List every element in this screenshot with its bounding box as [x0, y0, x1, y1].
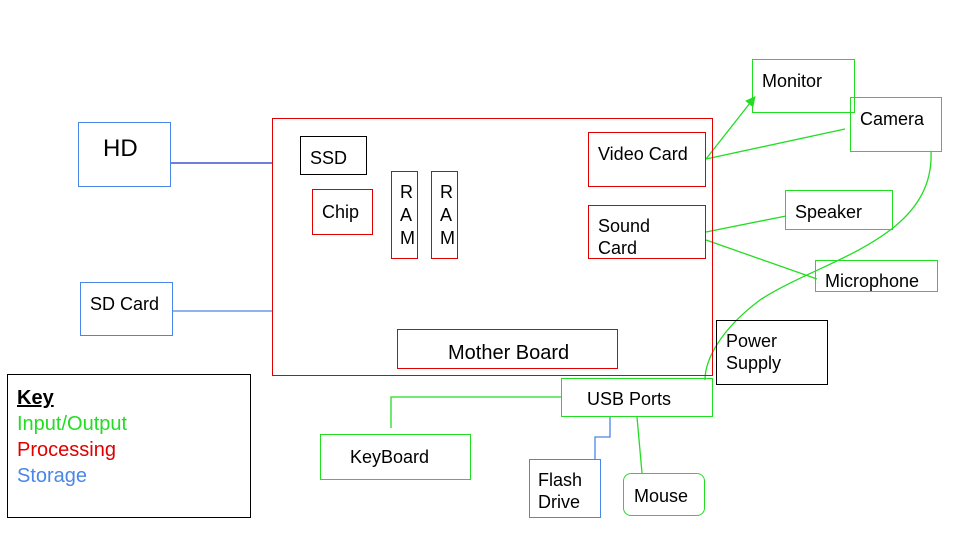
edge-soundcard-speaker: [705, 215, 787, 233]
ram-2-label: R A M: [440, 182, 455, 248]
power-supply-label: Power Supply: [726, 331, 782, 373]
microphone-node: Microphone: [815, 260, 938, 292]
edge-camera-videocard: [705, 128, 846, 160]
monitor-node: Monitor: [752, 59, 855, 113]
flash-drive-label: Flash Drive: [538, 470, 583, 512]
ssd-node: SSD: [300, 136, 367, 175]
legend-box: Key Input/Output Processing Storage: [7, 374, 251, 518]
edge-usbports-keyboard: [390, 396, 561, 428]
legend-item-input-output: Input/Output: [17, 413, 128, 435]
chip-label: Chip: [322, 202, 360, 222]
edge-usbports-flashdrive: [594, 417, 611, 460]
edge-soundcard-microphone: [705, 239, 818, 280]
ram-1-node: R A M: [391, 171, 418, 259]
ram-2-node: R A M: [431, 171, 458, 259]
ram-1-label: R A M: [400, 182, 415, 248]
video-card-node: Video Card: [588, 132, 706, 187]
sd-card-label: SD Card: [90, 294, 160, 314]
legend-title: Key: [17, 387, 54, 409]
motherboard-frame: [272, 118, 713, 376]
sound-card-label: Sound Card: [598, 216, 651, 258]
sound-card-node: Sound Card: [588, 205, 706, 259]
mother-board-node: Mother Board: [397, 329, 618, 369]
ssd-label: SSD: [310, 148, 348, 168]
monitor-label: Monitor: [762, 71, 823, 91]
hd-node: HD: [78, 122, 171, 187]
mouse-label: Mouse: [634, 486, 689, 506]
mother-board-label: Mother Board: [448, 342, 570, 364]
mouse-node: Mouse: [623, 473, 705, 516]
speaker-node: Speaker: [785, 190, 893, 230]
microphone-label: Microphone: [825, 271, 920, 291]
speaker-label: Speaker: [795, 202, 863, 222]
flash-drive-node: Flash Drive: [529, 459, 601, 518]
hd-label: HD: [103, 135, 138, 162]
usb-ports-node: USB Ports: [561, 378, 713, 417]
sd-card-node: SD Card: [80, 282, 173, 336]
legend-item-processing: Processing: [17, 439, 116, 461]
legend-item-storage: Storage: [17, 465, 88, 487]
chip-node: Chip: [312, 189, 373, 235]
usb-ports-label: USB Ports: [587, 389, 672, 409]
edge-usbports-mouse: [636, 416, 643, 474]
edge-videocard-monitor: [705, 95, 756, 160]
camera-node: Camera: [850, 97, 942, 152]
keyboard-label: KeyBoard: [350, 447, 430, 467]
video-card-label: Video Card: [598, 144, 688, 164]
camera-label: Camera: [860, 109, 925, 129]
keyboard-node: KeyBoard: [320, 434, 471, 480]
power-supply-node: Power Supply: [716, 320, 828, 385]
